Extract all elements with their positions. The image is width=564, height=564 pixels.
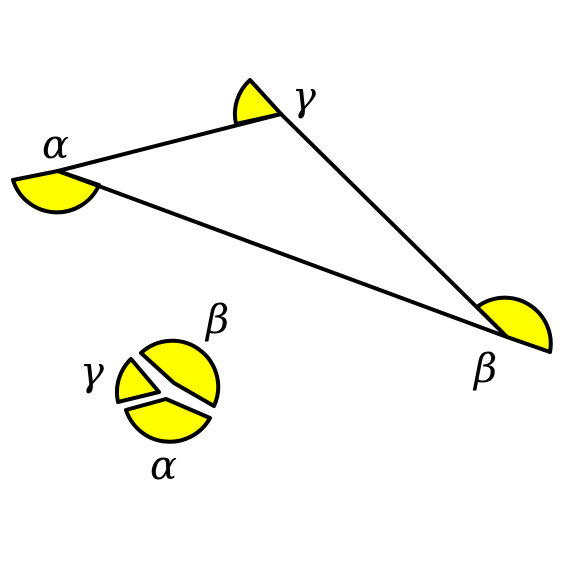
sum-gamma-wedge — [114, 357, 161, 404]
label-beta-sum: β — [204, 297, 229, 343]
triangle-edge-alpha-gamma — [56, 112, 283, 173]
triangle-edge-gamma-beta — [279, 112, 509, 339]
angle-sum-group — [114, 338, 221, 444]
label-alpha-sum: α — [150, 443, 177, 489]
label-gamma-vertex: γ — [292, 74, 316, 120]
sum-alpha-wedge — [124, 397, 212, 444]
triangle-edge-alpha-beta — [56, 169, 509, 339]
label-gamma-sum: γ — [80, 349, 104, 395]
label-beta-vertex: β — [472, 346, 497, 392]
angle-alpha-wedge — [11, 169, 101, 215]
angle-beta-wedge — [475, 295, 553, 354]
angle-gamma-wedge — [232, 78, 283, 126]
sum-beta-wedge — [139, 338, 221, 408]
label-alpha-vertex: α — [42, 122, 69, 168]
